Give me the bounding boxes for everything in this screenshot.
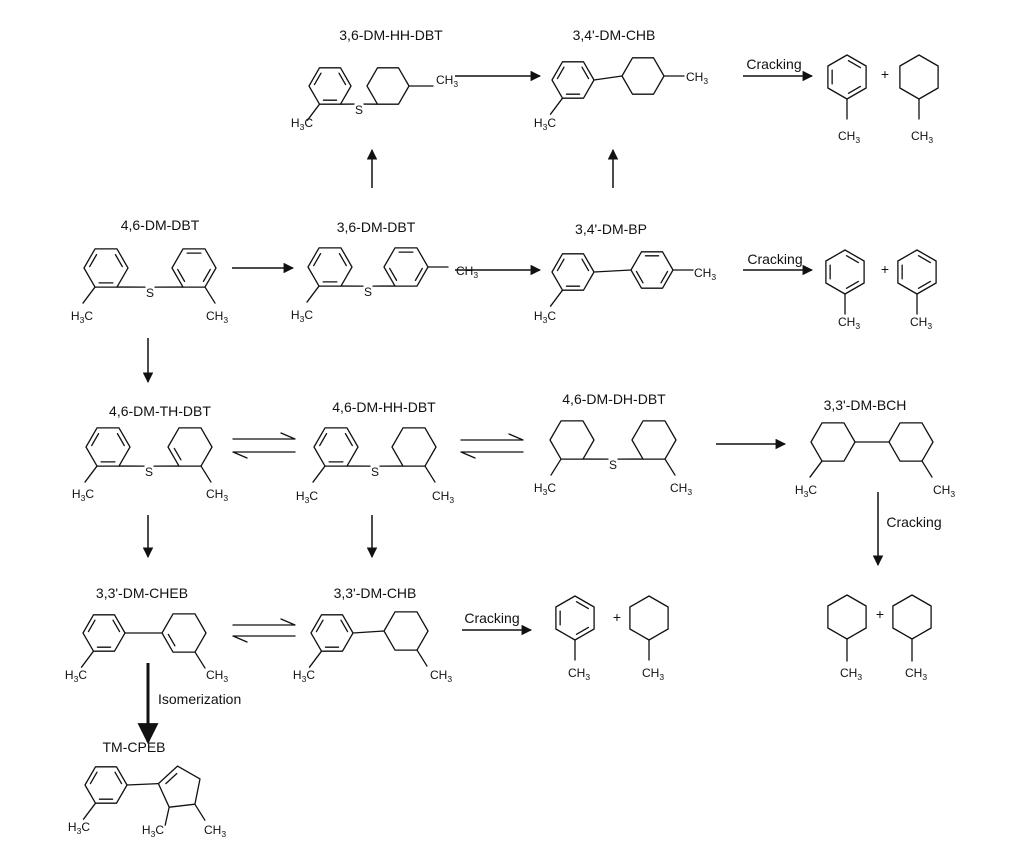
methyl-label: CH3 — [568, 666, 590, 682]
cracking-label-1: Cracking — [746, 56, 801, 72]
methyl-label: CH3 — [204, 823, 226, 839]
methyl-label: H3C — [68, 820, 90, 836]
sulfur-atom-label: S — [145, 465, 153, 479]
cracking-label-3: Cracking — [464, 610, 519, 626]
methyl-label: CH3 — [933, 483, 955, 499]
product-methylcyclohexane-right-2: CH3 — [892, 594, 932, 682]
product-toluene-mid-2: CH3 — [897, 249, 937, 331]
molecule-46-dm-th-dbt: S H3C CH3 — [72, 427, 228, 503]
molecule-46-dm-dbt: S H3C CH3 — [71, 248, 228, 325]
molecule-33-dm-chb: H3C CH3 — [293, 611, 452, 684]
methyl-label: CH3 — [910, 315, 932, 331]
label-46-dm-dh-dbt: 4,6-DM-DH-DBT — [562, 391, 666, 407]
methyl-label: CH3 — [840, 666, 862, 682]
plus-sign-1: + — [881, 66, 889, 82]
sulfur-atom-label: S — [371, 465, 379, 479]
molecule-46-dm-hh-dbt: S H3C CH3 — [296, 427, 454, 505]
methyl-label: CH3 — [432, 489, 454, 505]
reaction-arrows — [137, 70, 884, 745]
methyl-label: CH3 — [694, 266, 716, 282]
methyl-label: CH3 — [838, 315, 860, 331]
molecule-33-dm-cheb: H3C CH3 — [65, 613, 228, 684]
methyl-label: CH3 — [642, 666, 664, 682]
methyl-label: H3C — [65, 668, 87, 684]
molecule-34-dm-chb: H3C CH3 — [534, 57, 708, 132]
label-36-dm-hh-dbt: 3,6-DM-HH-DBT — [339, 27, 443, 43]
methyl-label: H3C — [534, 309, 556, 325]
label-34-dm-chb: 3,4'-DM-CHB — [573, 27, 656, 43]
plus-sign-2: + — [881, 261, 889, 277]
plus-sign-4: + — [876, 606, 884, 622]
methyl-label: CH3 — [911, 129, 933, 145]
methyl-label: CH3 — [436, 73, 458, 89]
cracking-label-4: Cracking — [886, 514, 941, 530]
methyl-label: H3C — [296, 489, 318, 505]
sulfur-atom-label: S — [146, 286, 154, 300]
methyl-label: CH3 — [838, 129, 860, 145]
product-methylcyclohexane-top: CH3 — [899, 54, 939, 145]
molecule-36-dm-dbt: S H3C CH3 — [291, 247, 478, 324]
methyl-label: CH3 — [905, 666, 927, 682]
sulfur-atom-label: S — [609, 458, 617, 472]
cracking-label-2: Cracking — [747, 251, 802, 267]
label-46-dm-hh-dbt: 4,6-DM-HH-DBT — [332, 399, 436, 415]
label-34-dm-bp: 3,4'-DM-BP — [575, 221, 647, 237]
product-methylcyclohexane-bottom: CH3 — [629, 595, 669, 682]
methyl-label: H3C — [72, 487, 94, 503]
plus-sign-3: + — [613, 609, 621, 625]
label-36-dm-dbt: 3,6-DM-DBT — [337, 219, 416, 235]
product-toluene-bottom: CH3 — [555, 595, 595, 682]
methyl-label: H3C — [291, 308, 313, 324]
sulfur-atom-label: S — [364, 285, 372, 299]
methyl-label: H3C — [795, 483, 817, 499]
label-33-dm-cheb: 3,3'-DM-CHEB — [96, 585, 188, 601]
methyl-label: CH3 — [206, 668, 228, 684]
molecule-34-dm-bp: H3C CH3 — [534, 251, 716, 325]
methyl-label: CH3 — [456, 264, 478, 280]
sulfur-atom-label: S — [355, 103, 363, 117]
methyl-label: H3C — [534, 116, 556, 132]
methyl-label: H3C — [291, 116, 313, 132]
methyl-label: CH3 — [206, 487, 228, 503]
label-33-dm-bch: 3,3'-DM-BCH — [824, 397, 907, 413]
methyl-label: H3C — [71, 309, 93, 325]
methyl-label: CH3 — [670, 481, 692, 497]
methyl-label: H3C — [534, 481, 556, 497]
molecule-46-dm-dh-dbt: S H3C CH3 — [534, 420, 692, 497]
product-methylcyclohexane-right-1: CH3 — [827, 594, 867, 682]
label-tm-cpeb: TM-CPEB — [103, 739, 166, 755]
methyl-label: CH3 — [686, 70, 708, 86]
methyl-label: CH3 — [430, 668, 452, 684]
isomerization-label: Isomerization — [158, 691, 241, 707]
label-46-dm-dbt: 4,6-DM-DBT — [121, 217, 200, 233]
methyl-label: CH3 — [206, 309, 228, 325]
product-toluene-top: CH3 — [827, 54, 867, 145]
methyl-label: H3C — [142, 823, 164, 839]
molecule-36-dm-hh-dbt: S H3C CH3 — [291, 67, 458, 132]
label-46-dm-th-dbt: 4,6-DM-TH-DBT — [109, 403, 211, 419]
molecule-33-dm-bch: H3C CH3 — [795, 422, 955, 499]
label-33-dm-chb: 3,3'-DM-CHB — [334, 585, 417, 601]
molecule-tm-cpeb: H3C H3C CH3 — [68, 765, 226, 839]
methyl-label: H3C — [293, 668, 315, 684]
product-toluene-mid-1: CH3 — [825, 249, 865, 331]
